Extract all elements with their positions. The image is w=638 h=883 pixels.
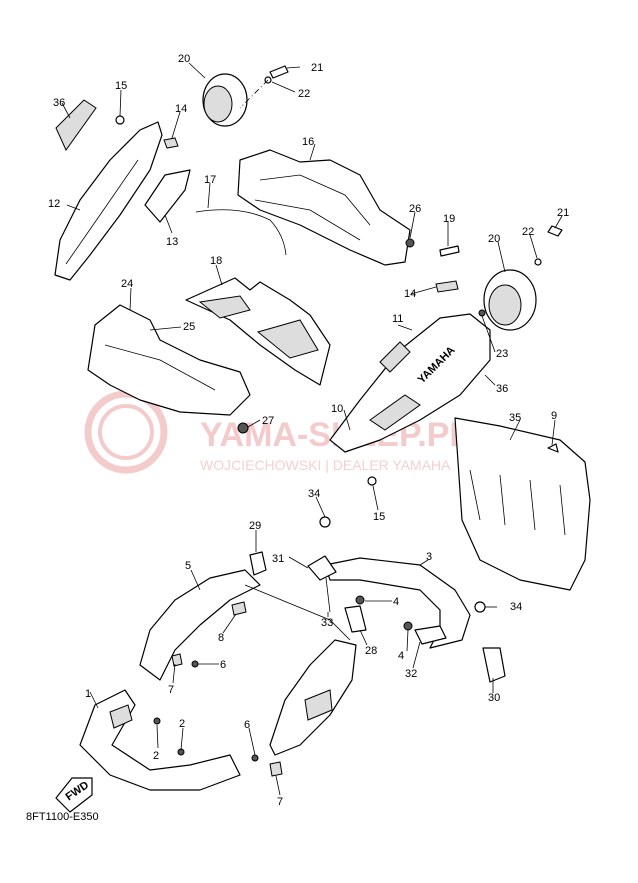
callout-34b: 34 — [510, 601, 522, 613]
part-33-bolt — [325, 577, 331, 613]
callout-20b: 20 — [488, 233, 500, 245]
callout-14b: 14 — [404, 288, 416, 300]
part-28-damper — [344, 605, 367, 633]
callout-15a: 15 — [115, 80, 127, 92]
callout-22b: 22 — [522, 226, 534, 238]
part-13-bracket — [144, 169, 191, 223]
part-21-screw-right — [547, 225, 563, 237]
callout-7b: 7 — [277, 796, 283, 808]
part-24-inner-panel — [87, 304, 251, 416]
callout-21a: 21 — [311, 62, 323, 74]
callout-33: 33 — [321, 617, 333, 629]
callout-1: 1 — [85, 688, 91, 700]
part-14-pad-right — [435, 280, 459, 293]
part-34-grommet-right — [474, 601, 486, 613]
callout-25: 25 — [183, 321, 195, 333]
callout-11: 11 — [392, 313, 403, 325]
part-30-clamp — [482, 647, 506, 683]
part-2-bolt — [153, 717, 161, 725]
callout-24: 24 — [121, 278, 133, 290]
part-31-clamp — [307, 555, 337, 581]
part-15-bolt-lower — [367, 476, 377, 486]
callout-10: 10 — [331, 403, 343, 415]
callout-20a: 20 — [178, 53, 190, 65]
part-17-wire — [195, 209, 287, 256]
part-35-under-plate — [454, 417, 591, 591]
part-14-pad — [163, 137, 179, 149]
callout-17: 17 — [204, 174, 216, 186]
callout-2a: 2 — [153, 750, 159, 762]
callout-8: 8 — [218, 632, 224, 644]
callout-32: 32 — [405, 668, 417, 680]
callout-13: 13 — [166, 236, 178, 248]
callout-36a: 36 — [53, 97, 65, 109]
part-9-clip — [547, 443, 559, 453]
callout-6a: 6 — [220, 659, 226, 671]
callout-29: 29 — [249, 520, 261, 532]
part-7-nut — [171, 653, 183, 667]
part-12-side-cover — [54, 121, 163, 281]
callout-7a: 7 — [168, 684, 174, 696]
part-16-headlight-frame — [237, 149, 411, 266]
part-26-grommet — [405, 238, 415, 248]
part-32-plate — [414, 625, 447, 645]
callout-27: 27 — [262, 415, 274, 427]
callout-35: 35 — [509, 412, 521, 424]
part-23-collar — [478, 309, 486, 317]
callout-28: 28 — [365, 645, 377, 657]
leader-lines — [61, 62, 563, 796]
part-7-nut-lower — [269, 761, 283, 777]
callout-3: 3 — [426, 551, 432, 563]
callout-6b: 6 — [244, 719, 250, 731]
part-4-bolt-lower — [403, 621, 413, 631]
part-1-front-fairing — [79, 689, 241, 791]
callout-9: 9 — [551, 410, 557, 422]
part-6-screw — [191, 660, 199, 668]
part-27-nut — [237, 422, 249, 434]
callout-2b: 2 — [179, 718, 185, 730]
part-4-bolt — [355, 595, 365, 605]
part-36-sticker — [55, 99, 97, 151]
part-8-pad — [231, 601, 247, 616]
callout-30: 30 — [488, 692, 500, 704]
part-5-upper-cowl-left — [139, 569, 261, 681]
callout-4b: 4 — [398, 650, 404, 662]
part-34-grommet — [319, 516, 331, 528]
watermark-subtitle: WOJCIECHOWSKI | DEALER YAMAHA — [200, 457, 451, 473]
callout-5: 5 — [185, 560, 191, 572]
callout-19: 19 — [443, 213, 455, 225]
callout-4a: 4 — [393, 596, 399, 608]
callout-16: 16 — [302, 136, 314, 148]
callout-26: 26 — [409, 203, 421, 215]
callout-12: 12 — [48, 198, 60, 210]
callout-14a: 14 — [175, 103, 187, 115]
part-21-screw — [269, 65, 289, 79]
fwd-arrow: FWD — [55, 777, 93, 813]
part-29-damper — [249, 551, 267, 576]
part-15-bolt — [115, 115, 125, 125]
callout-31: 31 — [272, 553, 284, 565]
callout-15b: 15 — [373, 511, 385, 523]
part-22-washer-right — [534, 258, 542, 266]
callout-23: 23 — [496, 348, 508, 360]
part-6-screw-lower — [251, 754, 259, 762]
callout-21b: 21 — [557, 207, 569, 219]
callout-34a: 34 — [308, 488, 320, 500]
diagram-code: 8FT1100-E350 — [26, 811, 99, 823]
part-19-screw — [439, 245, 460, 257]
callout-22a: 22 — [298, 88, 310, 100]
callout-36b: 36 — [496, 383, 508, 395]
callout-18: 18 — [210, 255, 222, 267]
callout-numbers: 1 2 2 3 4 4 5 6 6 7 7 8 9 10 11 12 13 14… — [48, 53, 569, 808]
